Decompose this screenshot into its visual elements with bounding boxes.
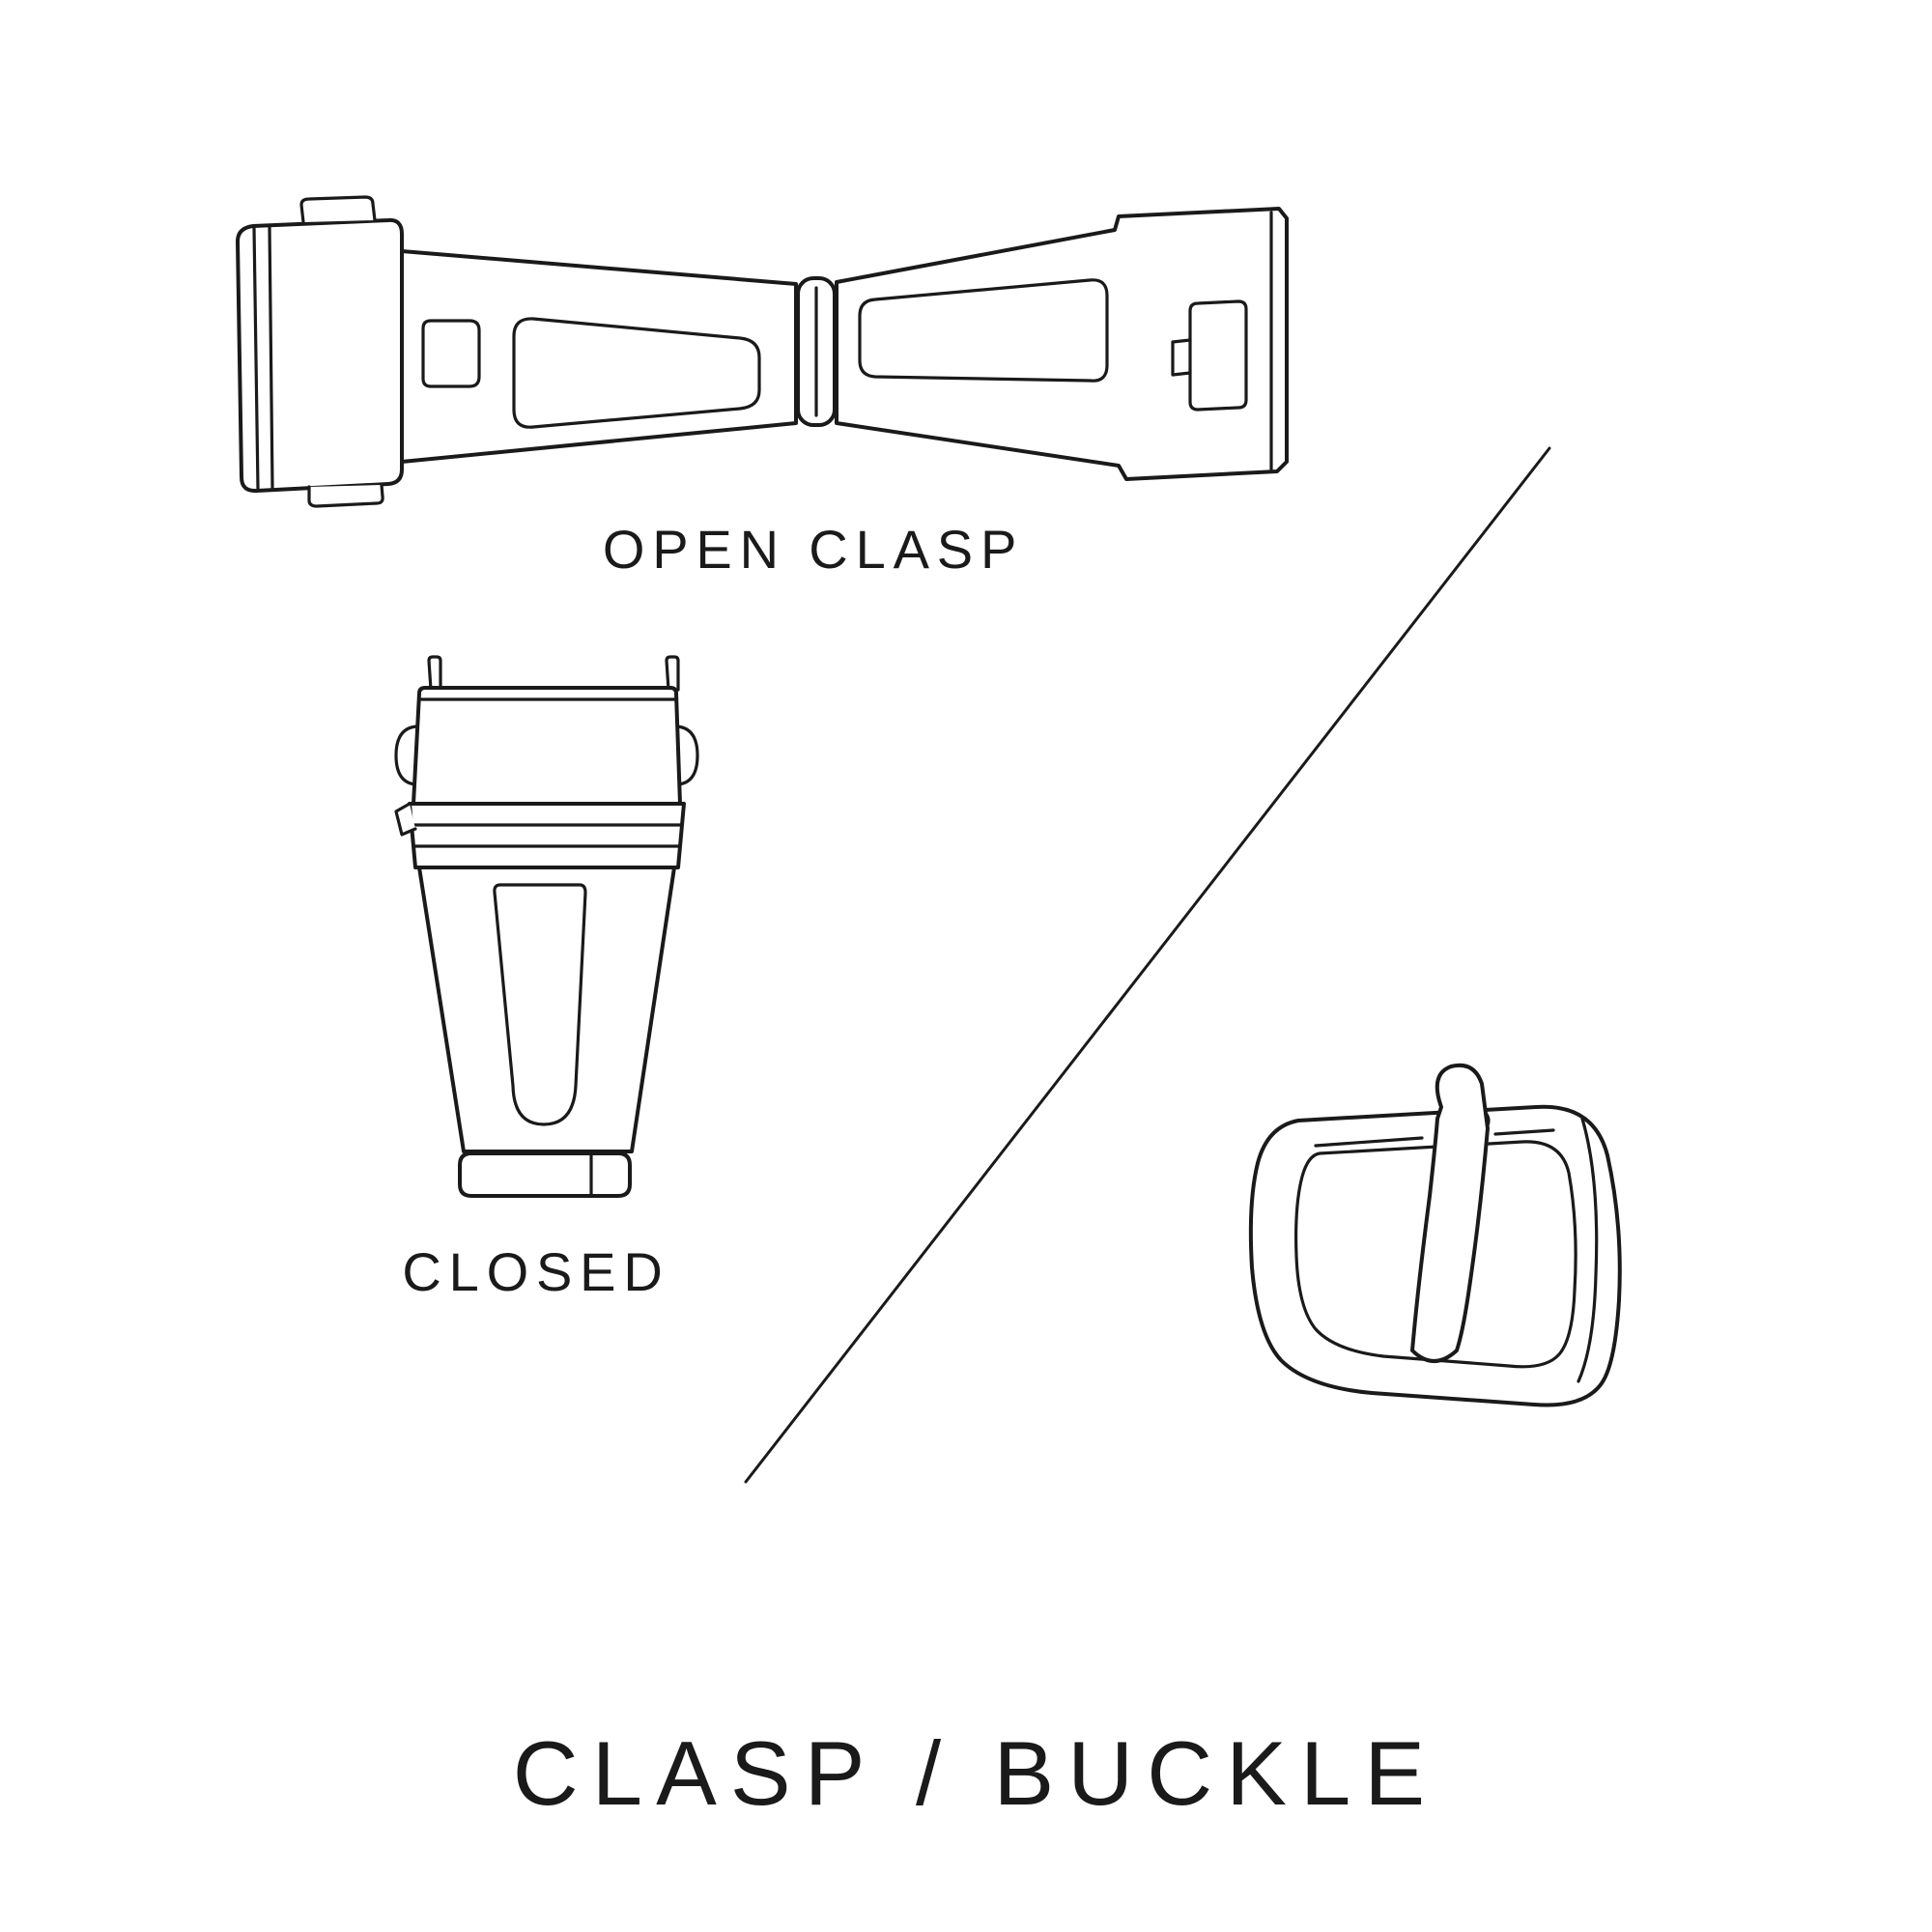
open-clasp-label: OPEN CLASP xyxy=(602,519,1025,580)
closed-clasp-end-bar xyxy=(458,1151,632,1198)
diagonal-divider-line xyxy=(744,446,1551,1484)
diagram-title: CLASP / BUCKLE xyxy=(512,1722,1439,1824)
closed-clasp-label: CLOSED xyxy=(402,1241,670,1302)
open-clasp-illustration xyxy=(236,195,1289,508)
closed-clasp-cover xyxy=(412,686,682,806)
open-clasp-right-arm xyxy=(835,207,1289,481)
closed-clasp-body xyxy=(417,866,676,1153)
buckle-opening xyxy=(1294,1140,1577,1369)
open-clasp-left-arm xyxy=(400,249,798,464)
closed-clasp-band xyxy=(408,802,686,869)
buckle-illustration xyxy=(1248,1063,1622,1407)
closed-clasp-illustration xyxy=(394,655,699,1198)
buckle-tang xyxy=(1410,1063,1490,1363)
open-clasp-left-block xyxy=(236,217,404,494)
